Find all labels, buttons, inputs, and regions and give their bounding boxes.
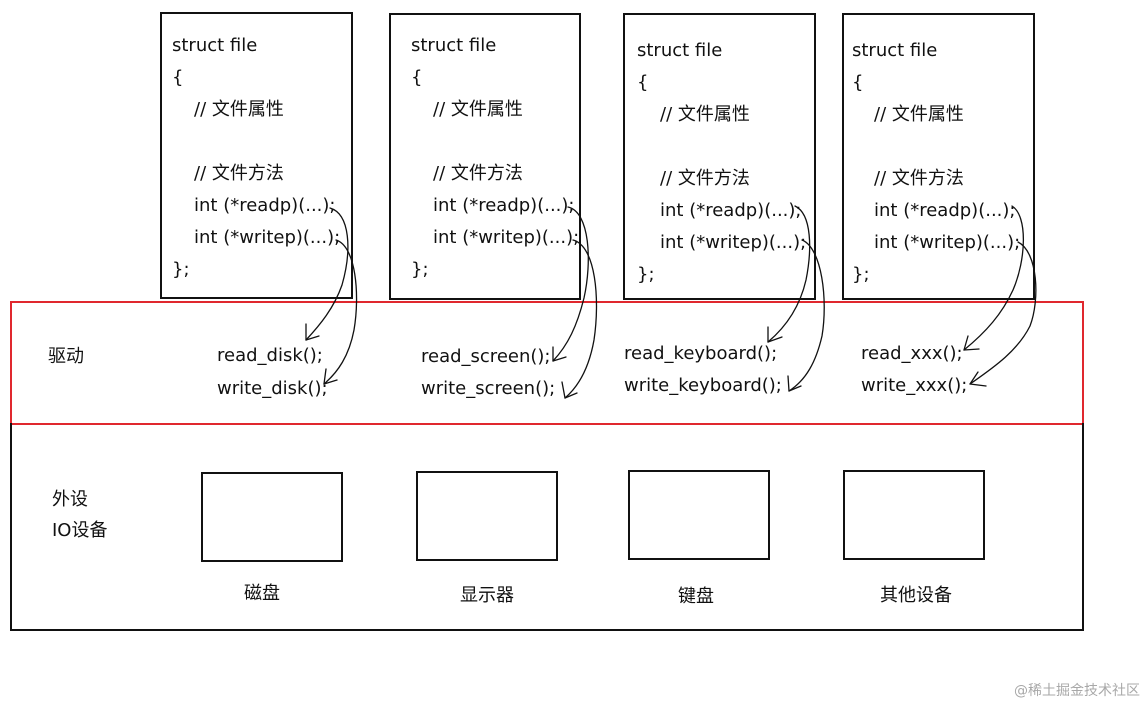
struct-2-line-1: struct file xyxy=(411,35,497,56)
other-device-label: 其他设备 xyxy=(880,585,952,606)
struct-2-line-2: { xyxy=(411,67,423,88)
keyboard-device-box xyxy=(628,470,770,560)
struct-2-line-3: // 文件属性 xyxy=(433,99,523,120)
io-label-line-2: IO设备 xyxy=(52,520,108,541)
struct-4-line-2: { xyxy=(852,72,864,93)
struct-3-line-5: // 文件方法 xyxy=(660,168,750,189)
disk-device-label: 磁盘 xyxy=(244,583,280,604)
io-label-line-1: 外设 xyxy=(52,489,88,510)
write-xxx-func: write_xxx(); xyxy=(861,375,968,396)
struct-2-line-6: int (*readp)(...); xyxy=(433,195,575,216)
struct-3-line-6: int (*readp)(...); xyxy=(660,200,802,221)
struct-1-line-1: struct file xyxy=(172,35,258,56)
read-screen-func: read_screen(); xyxy=(421,346,551,367)
struct-4-line-5: // 文件方法 xyxy=(874,168,964,189)
struct-3-line-3: // 文件属性 xyxy=(660,104,750,125)
struct-1-line-5: // 文件方法 xyxy=(194,163,284,184)
read-disk-func: read_disk(); xyxy=(217,345,323,366)
other-device-box xyxy=(843,470,985,560)
struct-2-line-5: // 文件方法 xyxy=(433,163,523,184)
driver-label: 驱动 xyxy=(48,346,84,367)
struct-4-line-6: int (*readp)(...); xyxy=(874,200,1016,221)
screen-device-box xyxy=(416,471,558,561)
struct-2-line-7: int (*writep)(...); xyxy=(433,227,580,248)
struct-3-line-1: struct file xyxy=(637,40,723,61)
struct-4-line-8: }; xyxy=(852,264,870,285)
struct-4-line-1: struct file xyxy=(852,40,938,61)
disk-device-box xyxy=(201,472,343,562)
struct-2-line-8: }; xyxy=(411,259,429,280)
write-screen-func: write_screen(); xyxy=(421,378,556,399)
struct-1-line-3: // 文件属性 xyxy=(194,99,284,120)
write-disk-func: write_disk(); xyxy=(217,378,328,399)
driver-layer xyxy=(10,301,1084,425)
struct-3-line-8: }; xyxy=(637,264,655,285)
keyboard-device-label: 键盘 xyxy=(678,586,714,607)
struct-1-line-6: int (*readp)(...); xyxy=(194,195,336,216)
screen-device-label: 显示器 xyxy=(460,585,514,606)
struct-file-box-2 xyxy=(389,13,581,300)
struct-4-line-3: // 文件属性 xyxy=(874,104,964,125)
read-keyboard-func: read_keyboard(); xyxy=(624,343,778,364)
struct-1-line-8: }; xyxy=(172,259,190,280)
write-keyboard-func: write_keyboard(); xyxy=(624,375,782,396)
struct-1-line-2: { xyxy=(172,67,184,88)
io-device-layer xyxy=(10,423,1084,631)
struct-3-line-2: { xyxy=(637,72,649,93)
struct-3-line-7: int (*writep)(...); xyxy=(660,232,807,253)
watermark: @稀土掘金技术社区 xyxy=(1014,683,1140,699)
read-xxx-func: read_xxx(); xyxy=(861,343,963,364)
struct-4-line-7: int (*writep)(...); xyxy=(874,232,1021,253)
struct-1-line-7: int (*writep)(...); xyxy=(194,227,341,248)
